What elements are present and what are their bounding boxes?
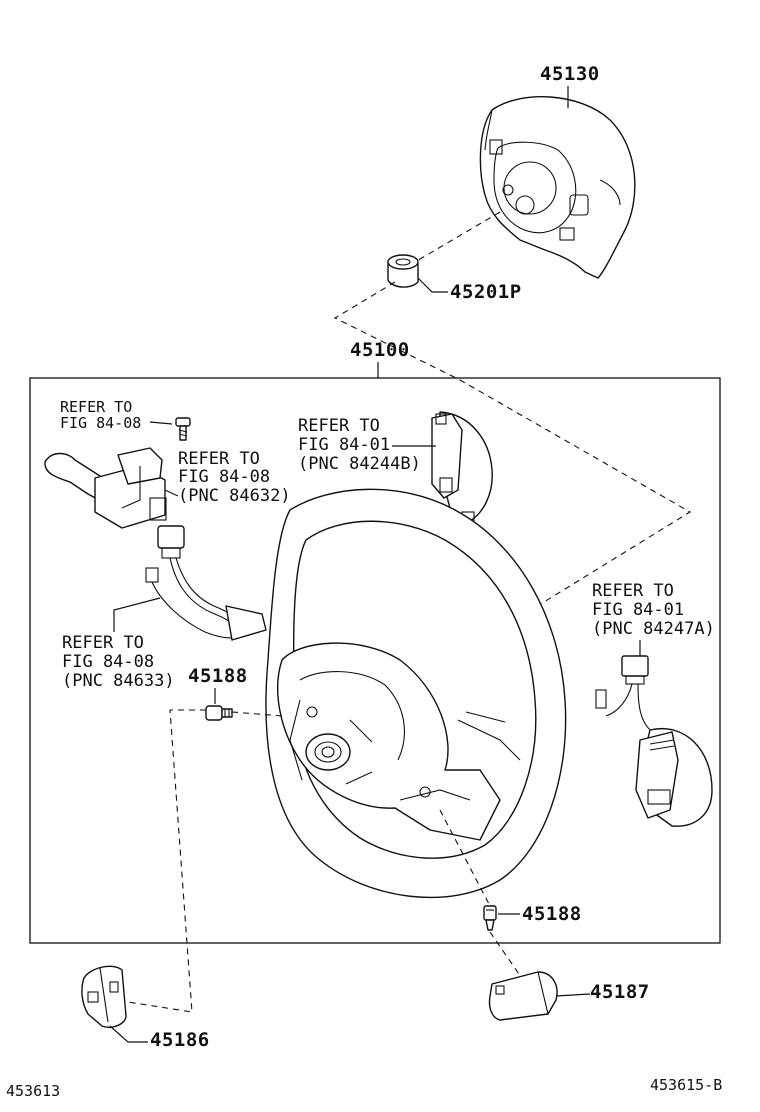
cover-45186 bbox=[81, 965, 127, 1028]
wire-harness-left bbox=[145, 525, 267, 641]
ref-switch-center-line3: (PNC 84244B) bbox=[298, 454, 421, 474]
ref-switch-right-line1: REFER TO bbox=[592, 581, 674, 601]
ref-harness-left-line3: (PNC 84633) bbox=[62, 671, 175, 691]
part-label-45186: 45186 bbox=[150, 1029, 210, 1051]
screw-top-left bbox=[175, 417, 191, 441]
footer-code-left: 453613 bbox=[6, 1082, 60, 1100]
ref-switch-left-line1: REFER TO bbox=[178, 449, 260, 469]
ref-switch-center-line1: REFER TO bbox=[298, 416, 380, 436]
cover-45187 bbox=[488, 971, 558, 1021]
ref-harness-left-line1: REFER TO bbox=[62, 633, 144, 653]
ref-switch-right-line3: (PNC 84247A) bbox=[592, 619, 715, 639]
part-label-45187: 45187 bbox=[590, 981, 650, 1003]
part-label-45201P: 45201P bbox=[450, 281, 522, 303]
part-label-45188-left: 45188 bbox=[188, 665, 248, 687]
switch-assembly-right bbox=[595, 655, 713, 827]
part-label-45100: 45100 bbox=[350, 339, 410, 361]
assembly-frame-45100 bbox=[29, 377, 721, 944]
ref-harness-left-line2: FIG 84-08 bbox=[62, 652, 154, 672]
switch-assembly-left bbox=[44, 447, 179, 529]
nut-45201P bbox=[387, 254, 419, 288]
ref-switch-left-line3: (PNC 84632) bbox=[178, 486, 291, 506]
ref-switch-left-line2: FIG 84-08 bbox=[178, 467, 270, 487]
ref-switch-right-line2: FIG 84-01 bbox=[592, 600, 684, 620]
screw-45188-right bbox=[483, 905, 497, 931]
ref-top-left-line2: FIG 84-08 bbox=[60, 414, 141, 432]
airbag-pad-45130 bbox=[479, 96, 636, 279]
part-label-45130: 45130 bbox=[540, 63, 600, 85]
footer-code-right: 453615-B bbox=[650, 1076, 722, 1094]
ref-top-left-line1: REFER TO bbox=[60, 398, 132, 416]
ref-switch-center-line2: FIG 84-01 bbox=[298, 435, 390, 455]
screw-45188-left bbox=[205, 705, 233, 721]
steering-wheel-45100 bbox=[265, 488, 567, 899]
part-label-45188-right: 45188 bbox=[522, 903, 582, 925]
